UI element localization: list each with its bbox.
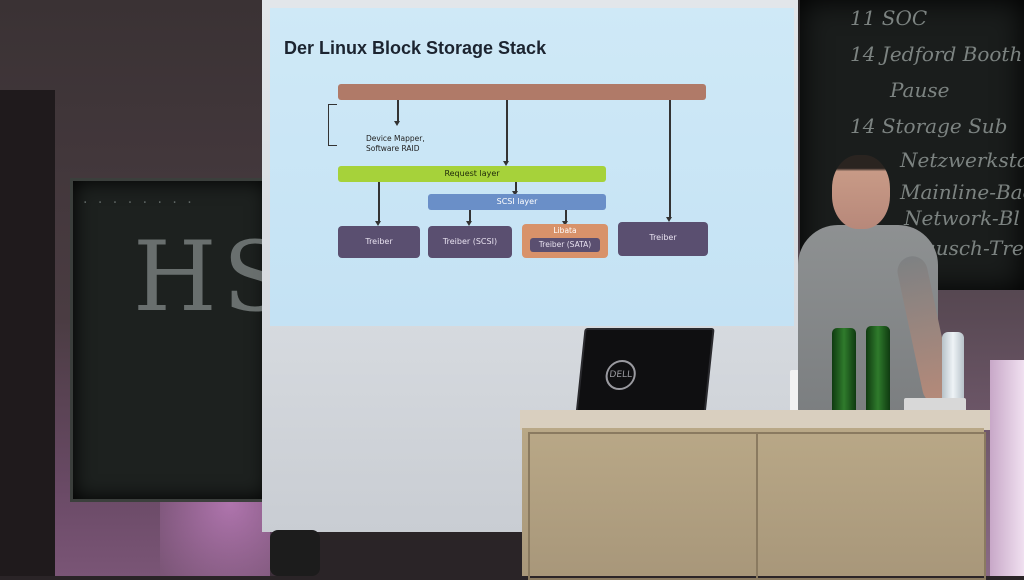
libata-title: Libata <box>553 226 577 235</box>
driver-box-sata: Treiber (SATA) <box>530 238 600 252</box>
chalkboard-line: Network-Bl <box>904 206 1020 230</box>
chalkboard-scribble: · · · · · · · · <box>83 195 195 211</box>
driver-box: Treiber <box>338 226 420 258</box>
arrow-down <box>562 210 568 226</box>
lectern-top <box>520 410 990 430</box>
arrow-down <box>375 182 381 226</box>
libata-box: Libata Treiber (SATA) <box>522 224 608 258</box>
dark-column <box>0 90 55 576</box>
presenter-head <box>832 155 890 229</box>
green-bottle <box>866 326 890 416</box>
presenter <box>798 155 998 415</box>
slide-title: Der Linux Block Storage Stack <box>284 38 547 58</box>
chalkboard-line: 14 Storage Sub <box>850 114 1008 138</box>
dell-logo-icon: DELL <box>604 360 638 390</box>
arrow-down <box>503 100 509 166</box>
water-bottle <box>942 332 964 406</box>
arrow-down <box>666 100 672 222</box>
chalkboard-line: 14 Jedford Booth <box>850 42 1023 66</box>
arrow-down <box>512 182 518 196</box>
request-layer-bar: Request layer <box>338 166 606 182</box>
purple-light-right <box>990 360 1024 576</box>
chalkboard-line: Mainline-Bac <box>900 180 1024 204</box>
chalkboard-line: 11 SOC <box>850 6 928 30</box>
arrow-down <box>466 210 472 226</box>
green-bottle <box>832 328 856 416</box>
block-layer-bar <box>338 84 706 100</box>
chalkboard-line: Netzwerkstack <box>900 148 1024 172</box>
lectern <box>522 428 986 580</box>
lectern-door <box>756 432 986 580</box>
device-mapper-loop <box>328 104 337 146</box>
chalkboard-left: · · · · · · · · HS <box>70 178 288 502</box>
chalkboard-line: Pause <box>890 78 950 102</box>
arrow-down <box>394 100 400 126</box>
driver-box: Treiber <box>618 222 708 256</box>
scsi-layer-bar: SCSI layer <box>428 194 606 210</box>
stage-light <box>270 530 320 576</box>
device-mapper-note: Device Mapper, Software RAID <box>366 134 425 153</box>
slide: Der Linux Block Storage Stack Device Map… <box>270 8 794 326</box>
lectern-door <box>528 432 758 580</box>
driver-box-scsi: Treiber (SCSI) <box>428 226 512 258</box>
laptop: DELL <box>575 328 715 416</box>
